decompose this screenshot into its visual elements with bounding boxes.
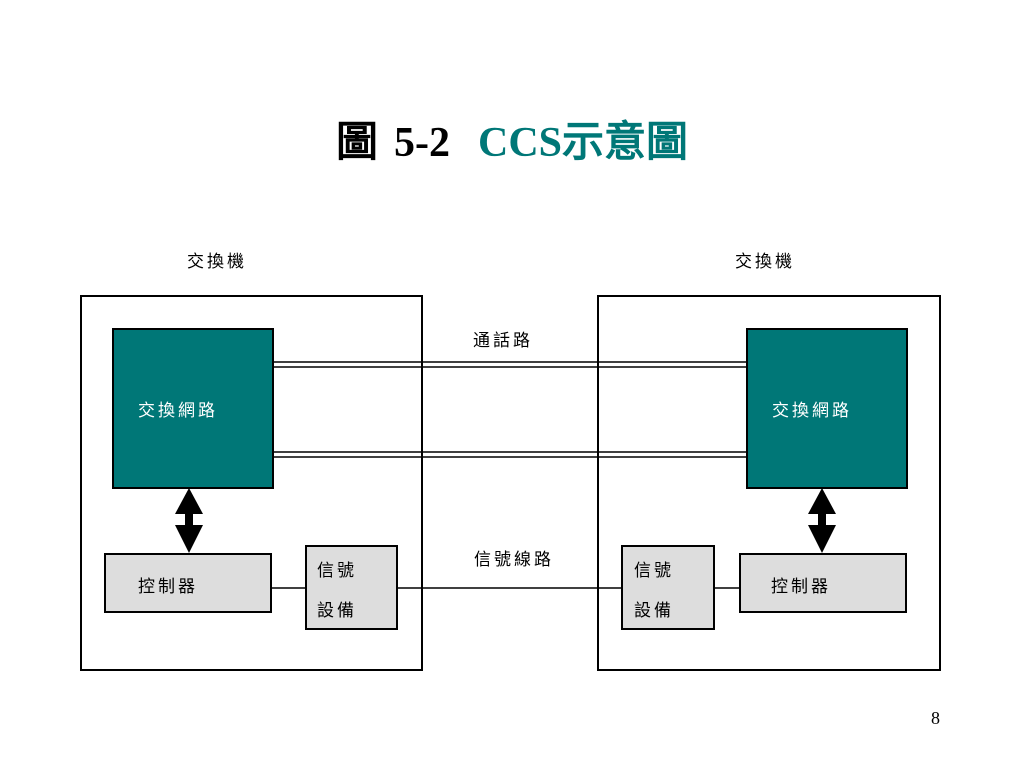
signal-line-label: 信號線路 <box>474 550 554 570</box>
switching-network-left-label: 交換網路 <box>138 401 218 421</box>
controller-right-label: 控制器 <box>771 577 831 597</box>
controller-left-label: 控制器 <box>138 577 198 597</box>
title-number: 5-2 <box>393 120 450 166</box>
switching-network-right: 交換網路 <box>746 328 908 489</box>
signal-equipment-right-line1: 信號 <box>634 561 674 581</box>
right-double-arrow <box>808 488 836 553</box>
signal-equipment-right-line2: 設備 <box>634 601 674 621</box>
page-number: 8 <box>931 708 940 728</box>
left-double-arrow <box>175 488 203 553</box>
title-highlight: CCS示意圖 <box>477 120 689 166</box>
signal-equipment-left-line1: 信號 <box>317 561 357 581</box>
title-prefix: 圖 <box>335 120 378 166</box>
controller-left: 控制器 <box>104 553 272 613</box>
signal-equipment-right: 信號 設備 <box>621 545 715 630</box>
signal-equipment-left: 信號 設備 <box>305 545 398 630</box>
voice-path-label: 通話路 <box>473 331 533 351</box>
switching-network-left: 交換網路 <box>112 328 274 489</box>
switching-network-right-label: 交換網路 <box>772 401 852 421</box>
slide-title: 圖 5-2 CCS示意圖 <box>0 108 1024 169</box>
switch-label-left: 交換機 <box>187 252 247 272</box>
signal-equipment-left-line2: 設備 <box>317 601 357 621</box>
controller-right: 控制器 <box>739 553 907 613</box>
switch-label-right: 交換機 <box>735 252 795 272</box>
